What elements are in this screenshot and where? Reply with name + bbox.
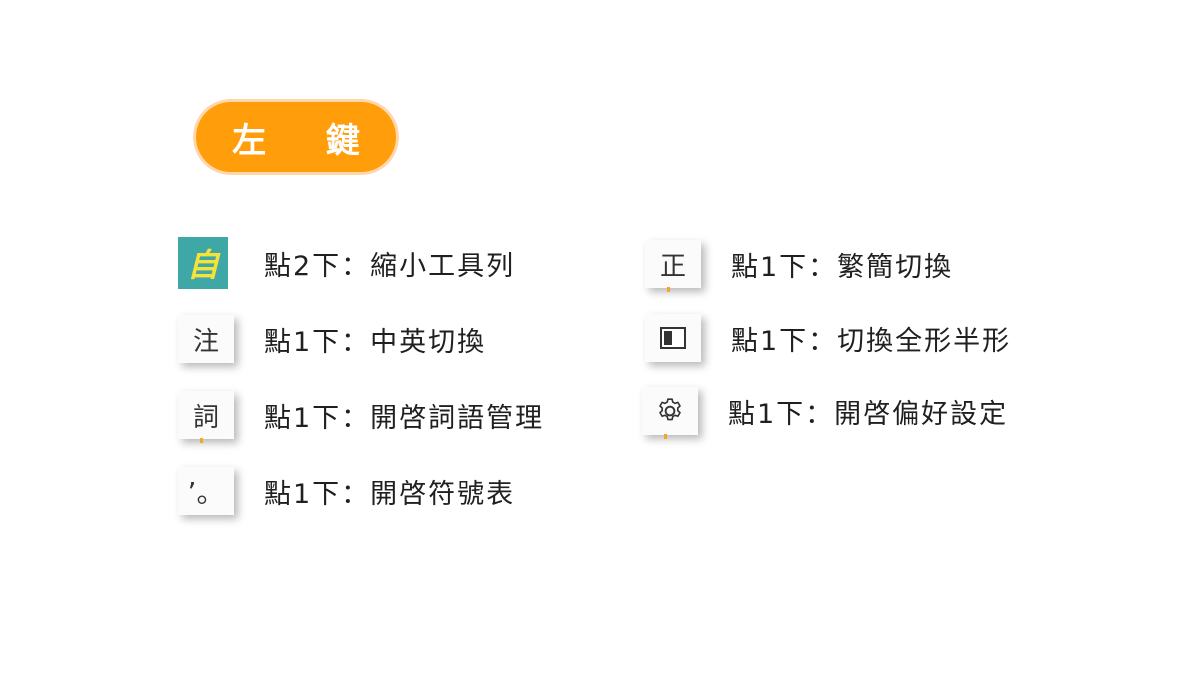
item-label: 點1下：開啓偏好設定 — [728, 398, 1009, 430]
traditional-simplified-icon[interactable]: 正 — [645, 240, 701, 292]
item-label: 點1下：切換全形半形 — [731, 325, 1012, 357]
zhuyin-icon[interactable]: 注 — [178, 315, 234, 363]
auto-mode-icon[interactable]: 自 — [178, 237, 228, 289]
page-title: 左 鍵 — [232, 120, 384, 161]
item-label: 點1下：開啓符號表 — [264, 478, 516, 510]
item-label: 點1下：繁簡切換 — [731, 251, 954, 283]
indicator-dot — [200, 438, 203, 443]
list-item-punctuation: ’。 點1下：開啓符號表 — [178, 467, 515, 515]
list-item-full-half-width: 點1下：切換全形半形 — [645, 314, 1011, 362]
list-item-phrase: 詞 點1下：開啓詞語管理 — [178, 391, 545, 443]
indicator-dot — [664, 434, 667, 439]
panel-glyph — [660, 327, 686, 349]
item-label: 點2下：縮小工具列 — [264, 250, 516, 282]
list-item-zhuyin: 注 點1下：中英切換 — [178, 315, 486, 363]
indicator-dot — [667, 287, 670, 292]
item-label: 點1下：開啓詞語管理 — [264, 402, 545, 434]
full-half-width-icon[interactable] — [645, 314, 701, 362]
list-item-settings: 點1下：開啓偏好設定 — [642, 387, 1009, 439]
gear-glyph — [659, 398, 681, 421]
title-pill: 左 鍵 — [196, 102, 396, 172]
list-item-traditional-simplified: 正 點1下：繁簡切換 — [645, 240, 954, 292]
list-item-auto: 自 點2下：縮小工具列 — [178, 237, 515, 289]
item-label: 點1下：中英切換 — [264, 326, 487, 358]
phrase-icon[interactable]: 詞 — [178, 391, 234, 443]
punctuation-icon[interactable]: ’。 — [178, 467, 234, 515]
gear-icon[interactable] — [642, 387, 698, 439]
